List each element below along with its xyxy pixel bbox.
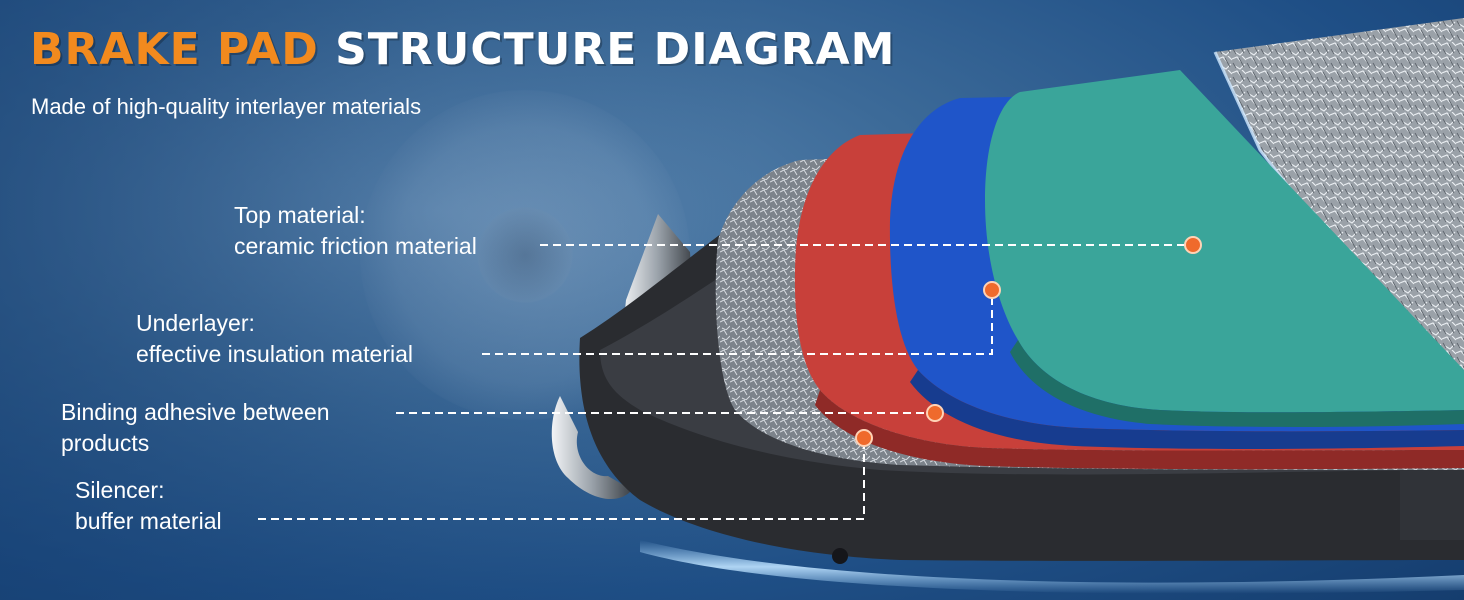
page-subtitle: Made of high-quality interlayer material… — [31, 94, 422, 119]
callout-title: Binding adhesive between — [61, 399, 330, 425]
callout-binding-adhesive: Binding adhesive between products — [61, 397, 330, 459]
leader-lines — [258, 244, 1192, 520]
callout-description: buffer material — [75, 508, 222, 534]
edge-glow — [640, 540, 1464, 594]
leader-underlayer — [482, 290, 993, 355]
callout-description: products — [61, 430, 150, 456]
marker-dot-silencer — [855, 429, 873, 447]
top-material-teal — [985, 70, 1464, 427]
leader-silencer — [258, 440, 865, 520]
callout-title: Top material: — [234, 202, 366, 228]
page-title: BRAKE PAD STRUCTURE DIAGRAM — [30, 22, 895, 78]
marker-dots — [855, 236, 1202, 447]
title-rest: STRUCTURE DIAGRAM — [335, 24, 896, 75]
marker-dot-binding-adhesive — [926, 404, 944, 422]
callout-description: effective insulation material — [136, 341, 413, 367]
callout-title: Underlayer: — [136, 310, 255, 336]
callout-silencer: Silencer: buffer material — [75, 475, 222, 537]
callout-description: ceramic friction material — [234, 233, 477, 259]
callout-top-material: Top material: ceramic friction material — [234, 200, 477, 262]
marker-dot-top-material — [1184, 236, 1202, 254]
title-accent: BRAKE PAD — [30, 24, 319, 75]
callout-underlayer: Underlayer: effective insulation materia… — [136, 308, 413, 370]
callout-title: Silencer: — [75, 477, 165, 503]
marker-dot-underlayer — [983, 281, 1001, 299]
